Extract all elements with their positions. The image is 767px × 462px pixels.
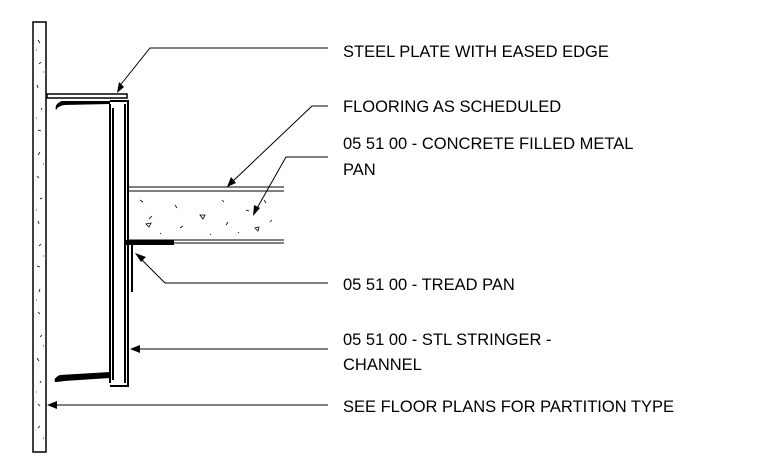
- tread-pan-angle: [128, 241, 133, 292]
- stringer-label-line1: 05 51 00 - STL STRINGER -: [343, 331, 551, 349]
- concrete-pan-label-line1: 05 51 00 - CONCRETE FILLED METAL: [343, 135, 633, 153]
- concrete-pan-label-line2: PAN: [343, 161, 376, 179]
- stringer-label-line2: CHANNEL: [343, 356, 422, 374]
- steel-plate-label: STEEL PLATE WITH EASED EDGE: [343, 43, 609, 61]
- partition-label: SEE FLOOR PLANS FOR PARTITION TYPE: [343, 398, 674, 416]
- flooring-label: FLOORING AS SCHEDULED: [343, 98, 561, 116]
- concrete-pan: [126, 186, 284, 245]
- stringer-channel: [54, 100, 129, 387]
- leader-lines: [47, 47, 328, 409]
- tread-pan-label: 05 51 00 - TREAD PAN: [343, 276, 515, 294]
- partition-hatch: [36, 39, 44, 439]
- partition-wall: [32, 21, 47, 453]
- steel-plate: [46, 93, 128, 99]
- concrete-hatch: [139, 199, 273, 236]
